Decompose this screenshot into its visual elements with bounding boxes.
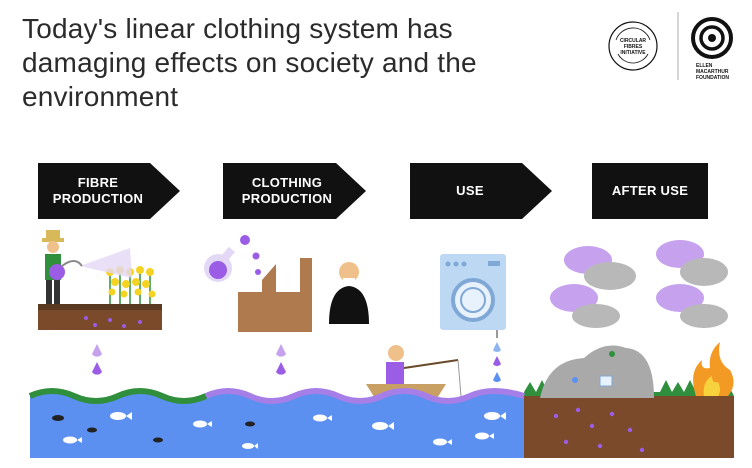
arrow-shape <box>410 163 552 219</box>
cfi-line-1: CIRCULAR <box>620 38 646 44</box>
garbage-pile <box>540 345 654 398</box>
stage-label: USE <box>456 183 484 198</box>
illustration-scene <box>28 230 734 458</box>
drop-icon <box>276 362 286 375</box>
fish-icons <box>63 412 506 449</box>
emf-line-1: ELLEN <box>696 63 713 69</box>
cfi-line-3: INITIATIVE <box>620 50 646 56</box>
arrow-shape <box>223 163 366 219</box>
ellen-macarthur-foundation-logo: ELLEN MACARTHUR FOUNDATION <box>691 17 733 81</box>
stage-use: USE <box>410 163 552 219</box>
stage-after-use: AFTER USE <box>592 163 708 219</box>
drop-icon <box>493 356 501 366</box>
drop-icon <box>493 342 501 352</box>
factory-illustration <box>204 235 369 375</box>
pollution-cloud-icon <box>550 246 636 328</box>
page-title: Today's linear clothing system has damag… <box>22 13 477 112</box>
drop-icon <box>276 344 286 357</box>
drop-icon <box>92 362 102 375</box>
factory-worker-figure <box>329 262 369 324</box>
polluted-fish-icons <box>52 415 255 443</box>
drop-icon <box>92 344 102 357</box>
fire-icon <box>693 342 734 396</box>
cfi-line-2: FIBRES <box>624 44 643 50</box>
water-body <box>28 388 525 458</box>
farm-illustration <box>38 230 162 375</box>
wave-purple <box>204 388 525 404</box>
pollutant-particles <box>553 407 645 453</box>
factory-building <box>238 258 312 332</box>
pesticide-spray <box>80 248 132 278</box>
circular-fibres-initiative-logo: CIRCULAR FIBRES INITIATIVE <box>608 21 658 71</box>
landfill-soil <box>524 396 734 458</box>
wave-green <box>28 388 208 404</box>
box-shape <box>592 163 708 219</box>
pollution-cloud-icon <box>656 240 728 328</box>
farmer-figure <box>42 230 83 304</box>
soil-bed <box>38 308 162 330</box>
after-use-illustration <box>524 240 734 458</box>
emf-line-2: MACARTHUR <box>696 69 729 75</box>
emf-line-3: FOUNDATION <box>696 75 729 81</box>
stage-label: AFTER USE <box>611 183 689 198</box>
arrow-shape <box>38 163 180 219</box>
drop-icon <box>493 372 501 382</box>
pollutant-particles <box>84 316 142 328</box>
logos: CIRCULAR FIBRES INITIATIVE ELLEN MACARTH… <box>608 12 733 81</box>
